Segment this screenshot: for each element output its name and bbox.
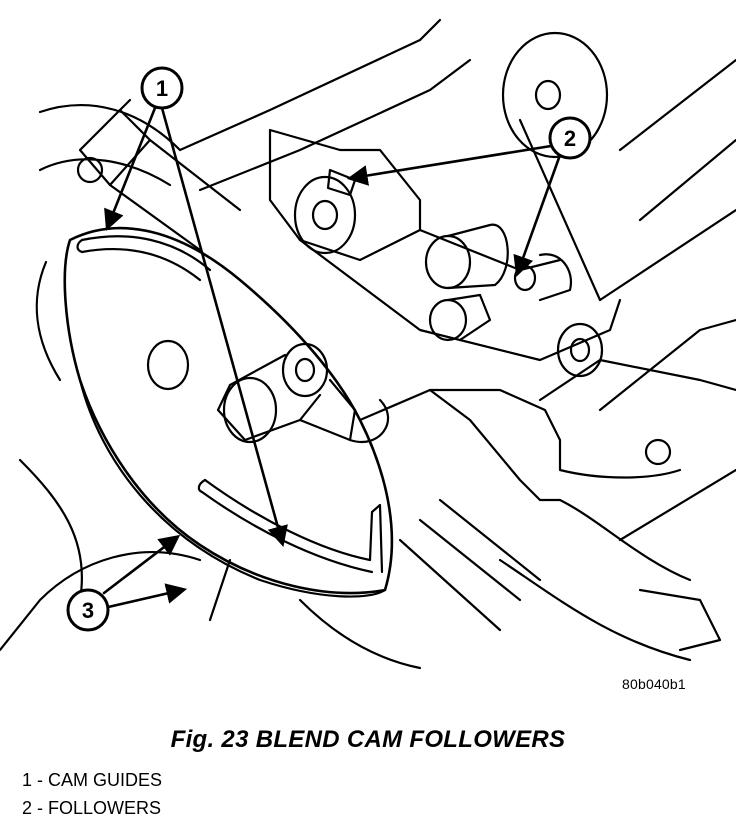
legend-item: 1 - CAM GUIDES bbox=[22, 770, 163, 790]
callout-3: 3 bbox=[66, 588, 110, 632]
svg-text:3: 3 bbox=[82, 598, 94, 623]
legend: 1 - CAM GUIDES 2 - FOLLOWERS bbox=[22, 766, 162, 822]
rotary-disk bbox=[501, 31, 609, 159]
figure-caption: Fig. 23 BLEND CAM FOLLOWERS bbox=[170, 726, 566, 753]
svg-text:2: 2 bbox=[564, 126, 576, 151]
lever-arm bbox=[76, 98, 242, 252]
callout-2: 2 bbox=[548, 116, 592, 160]
lower-housing bbox=[358, 358, 736, 502]
blend-cam-plate bbox=[63, 226, 394, 622]
leader-arrows bbox=[102, 106, 562, 610]
svg-text:1: 1 bbox=[156, 76, 168, 101]
callout-1: 1 bbox=[140, 66, 184, 110]
figure-code: 80b040b1 bbox=[622, 676, 686, 692]
legend-item: 2 - FOLLOWERS bbox=[22, 798, 162, 818]
blend-cam-illustration: 1 2 3 bbox=[0, 18, 736, 670]
mounting-bracket bbox=[268, 128, 672, 466]
